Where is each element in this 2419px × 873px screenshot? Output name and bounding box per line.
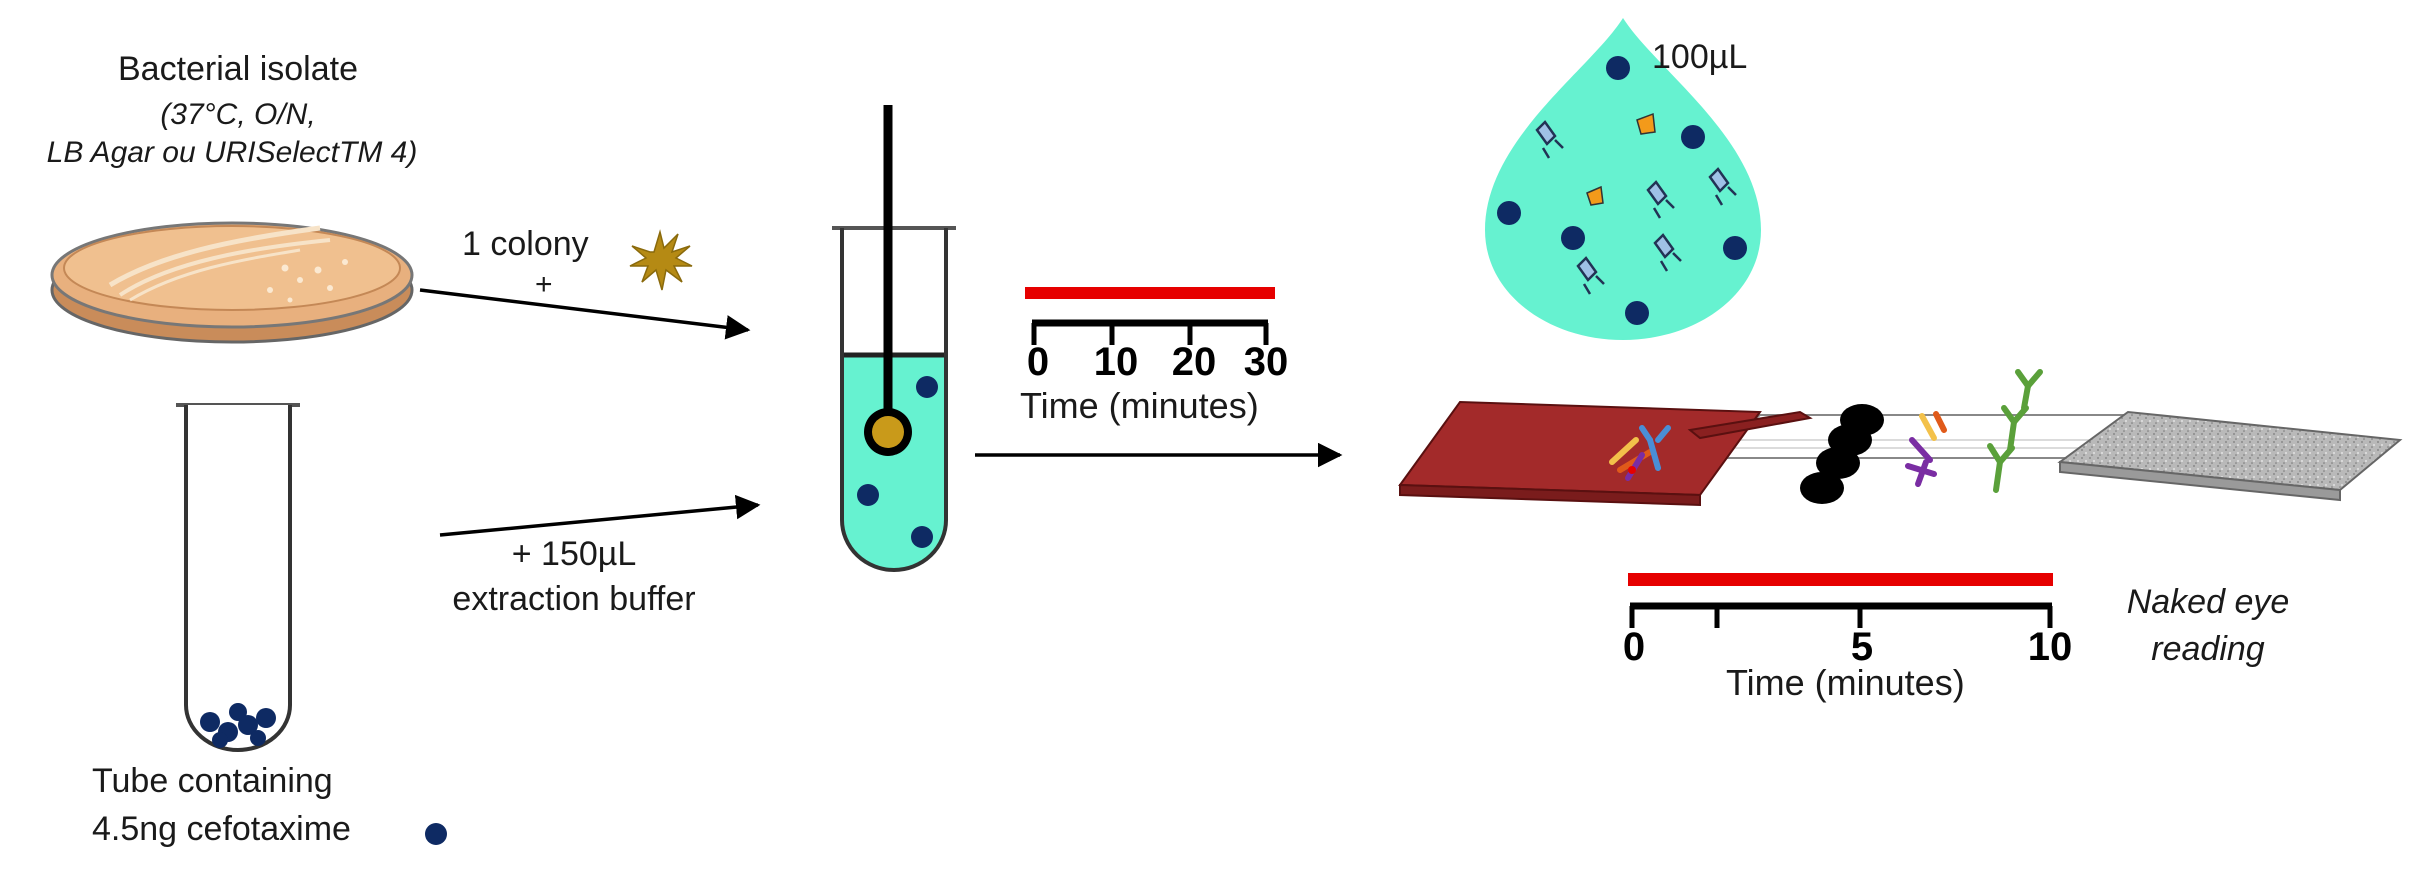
sample-pad xyxy=(1398,400,1762,497)
incubation-timer: 0 10 20 30 Time (minutes) xyxy=(1020,287,1288,426)
drop-volume-label: 100µL xyxy=(1652,38,1747,76)
reading-timer: 0 5 10 Time (minutes) xyxy=(1623,573,2072,703)
timer2-tick-10: 10 xyxy=(2028,625,2073,669)
timer1-red-bar xyxy=(1025,287,1275,299)
plate-title: Bacterial isolate xyxy=(118,50,358,88)
plate-conditions-line2: LB Agar ou URISelectTM 4) xyxy=(47,136,418,169)
reading-label-line2: reading xyxy=(2151,630,2265,668)
cefotaxime-tube-illustration xyxy=(176,403,300,752)
plate-conditions-line1: (37°C, O/N, xyxy=(160,98,315,131)
timer1-tick-0: 0 xyxy=(1027,340,1049,384)
tube-caption-line1: Tube containing xyxy=(92,762,333,800)
timer2-axis-label: Time (minutes) xyxy=(1726,662,1965,703)
timer2-red-bar xyxy=(1628,573,2053,586)
timer1-tick-20: 20 xyxy=(1172,340,1217,384)
colony-label: 1 colony xyxy=(462,225,589,263)
timer1-tick-30: 30 xyxy=(1244,340,1289,384)
extraction-tube-illustration xyxy=(832,105,956,572)
petri-dish-illustration xyxy=(50,221,414,344)
timer1-tick-10: 10 xyxy=(1094,340,1139,384)
cefotaxime-molecule-icon xyxy=(425,823,447,845)
tube-caption-line2: 4.5ng cefotaxime xyxy=(92,810,351,848)
arrow-plate-to-tube xyxy=(419,288,751,340)
colony-plus-sign: + xyxy=(535,268,553,301)
buffer-name-label: extraction buffer xyxy=(452,580,695,618)
arrow-buffer-to-tube xyxy=(439,494,761,537)
timer1-axis-label: Time (minutes) xyxy=(1020,385,1259,426)
bacterial-colony-icon xyxy=(629,229,693,291)
timer2-tick-0: 0 xyxy=(1623,625,1645,669)
timer2-tick-5: 5 xyxy=(1851,625,1873,669)
sample-drop-illustration xyxy=(1485,18,1761,340)
reading-label-line1: Naked eye xyxy=(2127,583,2290,621)
buffer-volume-label: + 150µL xyxy=(512,535,637,573)
lateral-flow-strip xyxy=(1398,369,2403,507)
